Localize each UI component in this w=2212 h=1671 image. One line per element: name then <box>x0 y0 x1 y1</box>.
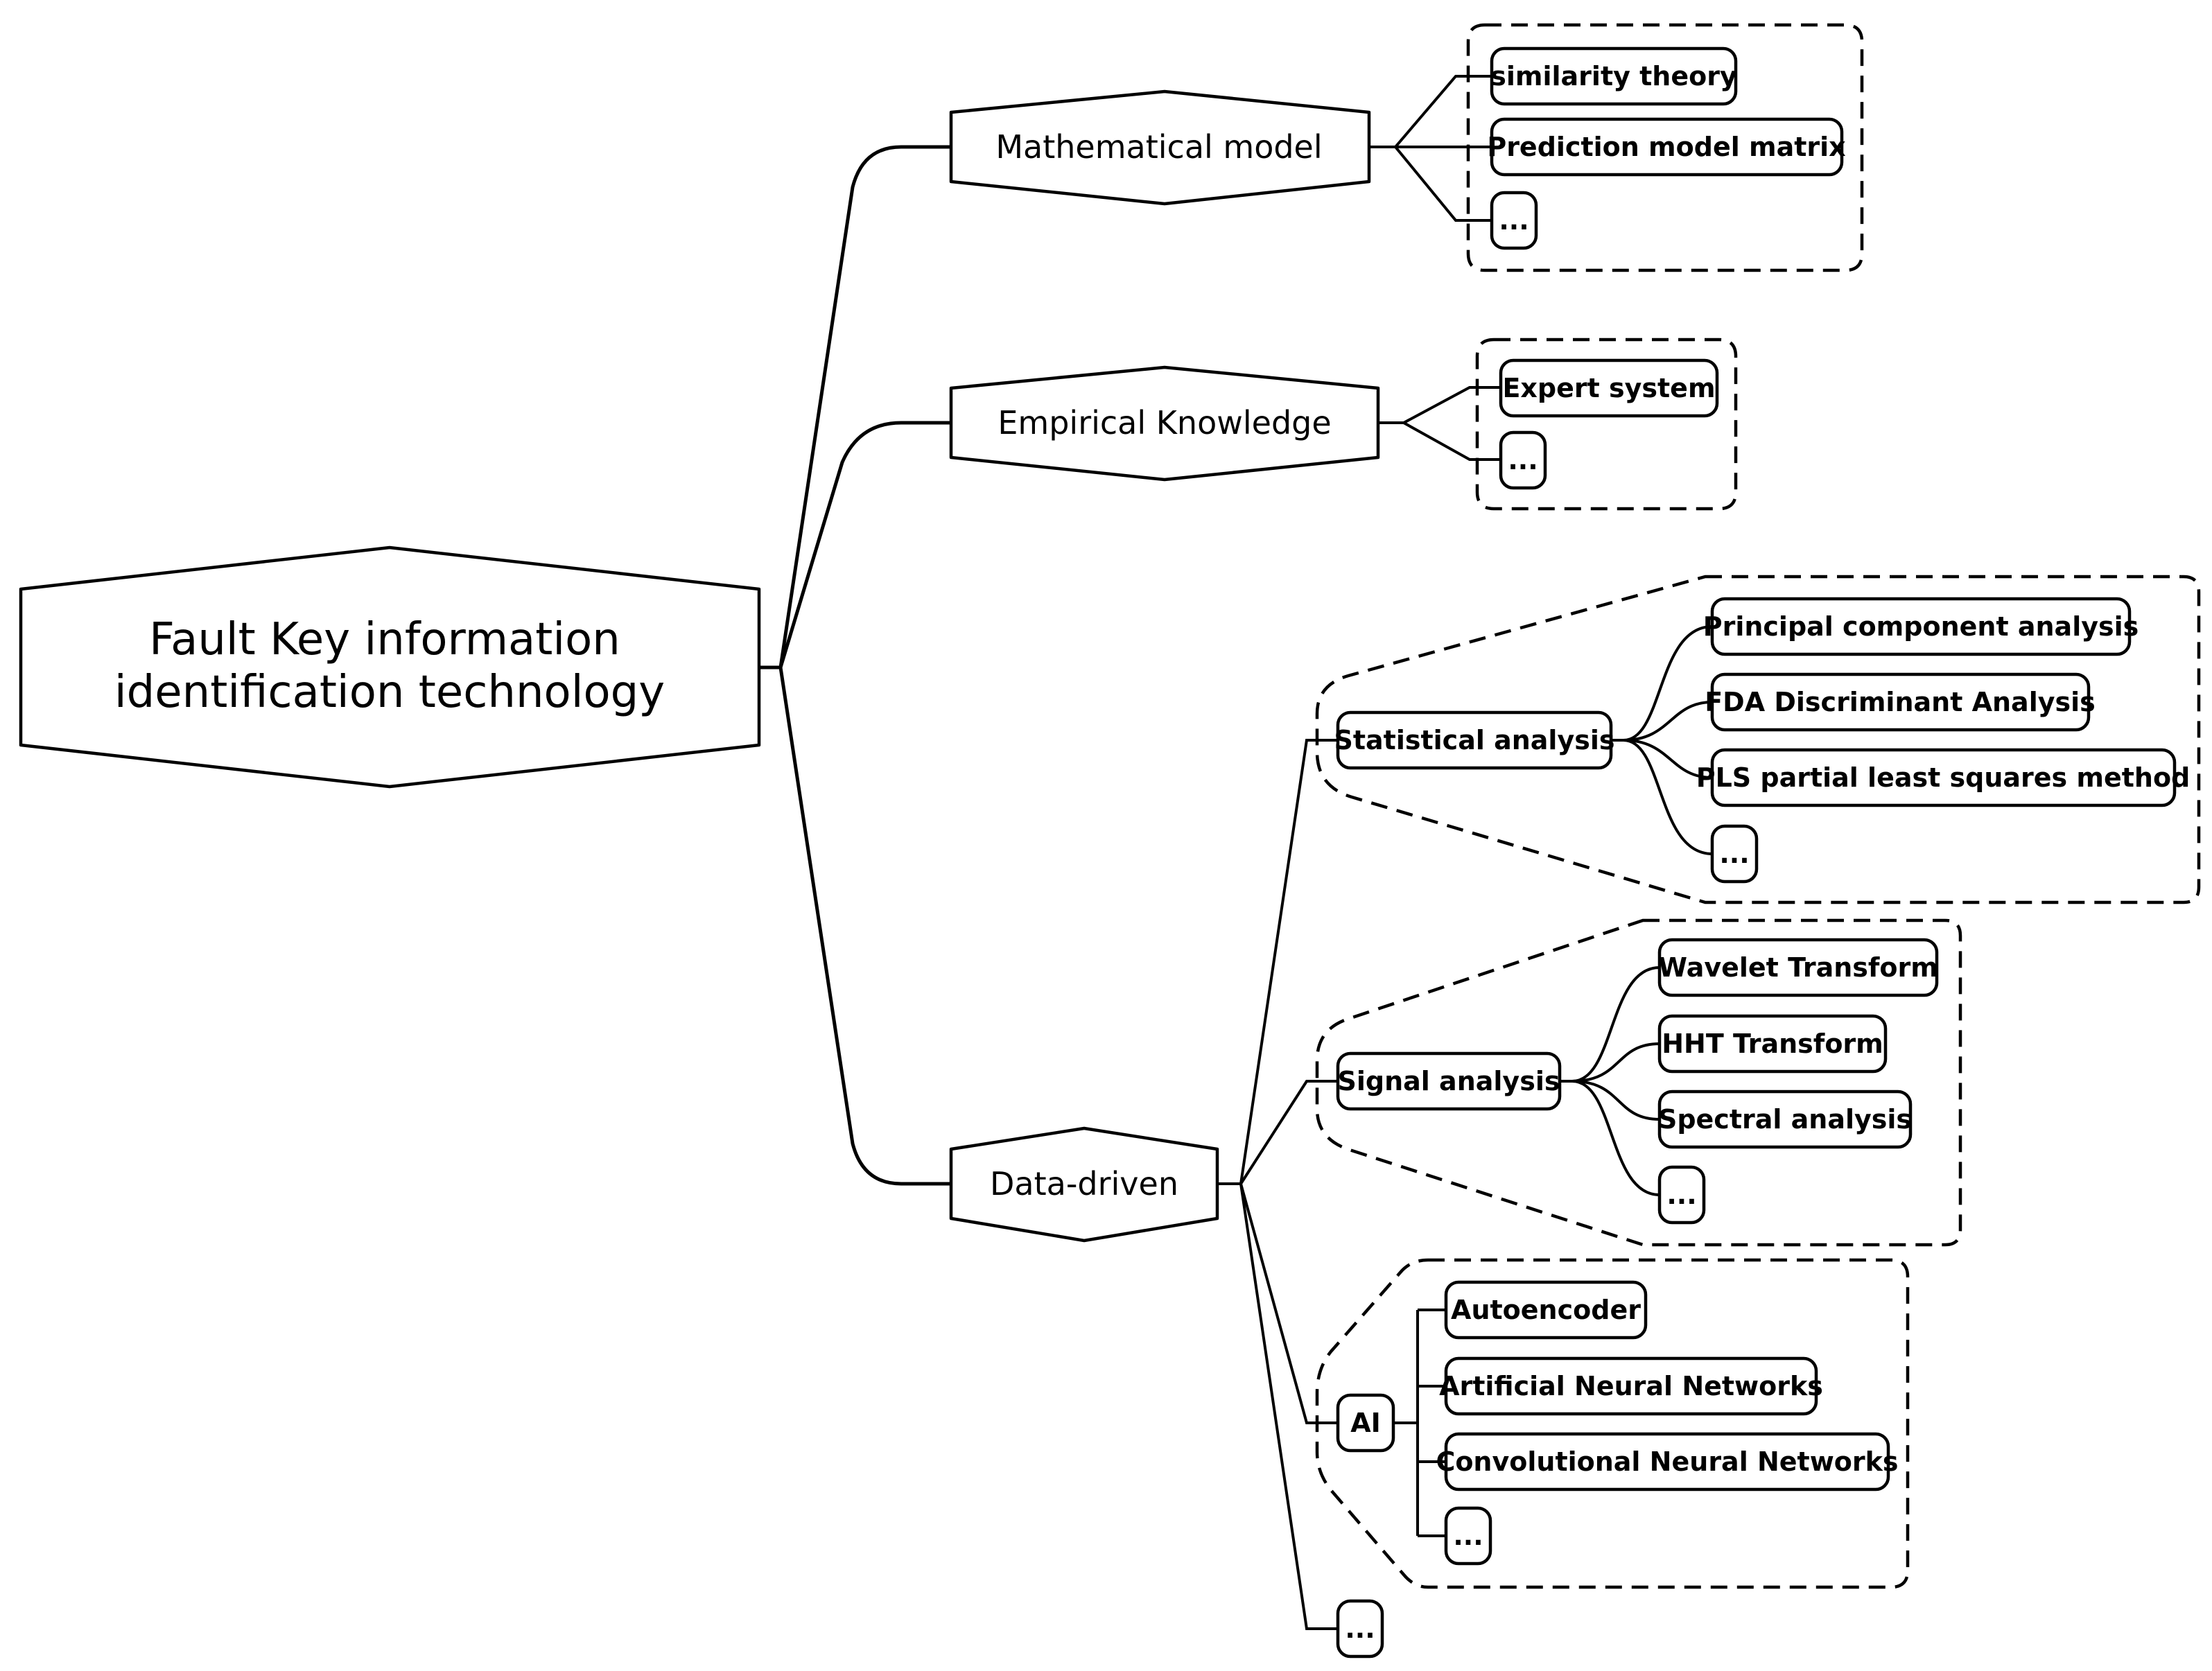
stat-item-more: ... <box>1719 839 1749 869</box>
stat-item-pca: Principal component analysis <box>1703 611 2139 642</box>
ai-group-frame <box>1315 1258 1910 1589</box>
statistical-group-frame <box>1315 575 2201 904</box>
ai-item-ann: Artificial Neural Networks <box>1439 1371 1823 1401</box>
statistical-analysis-label: Statistical analysis <box>1334 725 1615 755</box>
math-item-similarity-theory: similarity theory <box>1490 61 1737 91</box>
signal-group-frame <box>1315 918 1962 1247</box>
signal-item-more: ... <box>1666 1180 1696 1210</box>
math-node <box>949 89 1371 206</box>
signal-item-hht: HHT Transform <box>1662 1029 1883 1059</box>
signal-item-wavelet: Wavelet Transform <box>1658 952 1938 983</box>
ai-item-more: ... <box>1453 1521 1483 1551</box>
root-title-line2: identification technology <box>114 667 665 718</box>
empirical-item-more: ... <box>1508 445 1538 475</box>
branch-data-driven: Data-driven Statistical analysis Princip… <box>949 575 2201 1659</box>
empirical-node-label: Empirical Knowledge <box>998 404 1331 441</box>
math-item-prediction-model-matrix: Prediction model matrix <box>1487 132 1845 162</box>
root-connectors <box>759 145 951 1186</box>
data-driven-item-more: ... <box>1345 1613 1375 1644</box>
math-item-more: ... <box>1499 205 1529 236</box>
empirical-item-expert-system: Expert system <box>1502 373 1715 403</box>
math-group-frame <box>1466 23 1864 272</box>
signal-item-spectral: Spectral analysis <box>1658 1104 1912 1135</box>
empirical-node <box>949 365 1380 482</box>
root-node: Fault Key information identification tec… <box>19 545 761 789</box>
stat-item-fda: FDA Discriminant Analysis <box>1705 687 2096 717</box>
ai-item-autoencoder: Autoencoder <box>1451 1295 1641 1325</box>
data-driven-node-label: Data-driven <box>990 1165 1178 1202</box>
ai-item-cnn: Convolutional Neural Networks <box>1436 1446 1898 1477</box>
empirical-group-frame <box>1475 338 1738 511</box>
ai-label: AI <box>1350 1408 1381 1438</box>
branch-empirical-knowledge: Empirical Knowledge Expert system ... <box>949 338 1738 511</box>
root-title-line1: Fault Key information <box>149 614 620 665</box>
branch-mathematical-model: Mathematical model similarity theory Pre… <box>949 23 1864 272</box>
stat-item-pls: PLS partial least squares method <box>1696 762 2191 793</box>
data-driven-node <box>949 1126 1219 1243</box>
math-node-label: Mathematical model <box>995 128 1322 166</box>
signal-analysis-label: Signal analysis <box>1338 1066 1560 1096</box>
